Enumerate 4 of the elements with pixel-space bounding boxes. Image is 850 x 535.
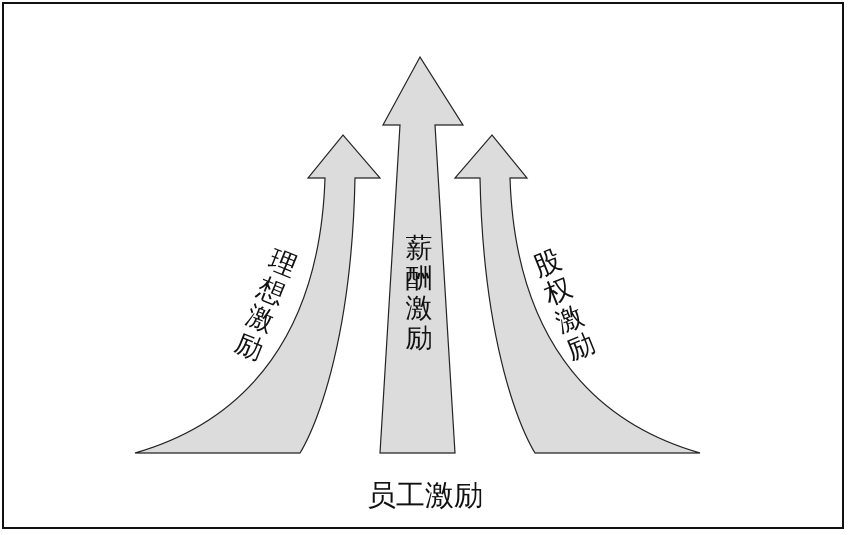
arrow-label: 薪酬激励 (405, 233, 433, 353)
arrow-label: 理想激励 (230, 244, 302, 366)
caption: 员工激励 (367, 479, 483, 514)
arrow-label: 股权激励 (528, 244, 600, 366)
